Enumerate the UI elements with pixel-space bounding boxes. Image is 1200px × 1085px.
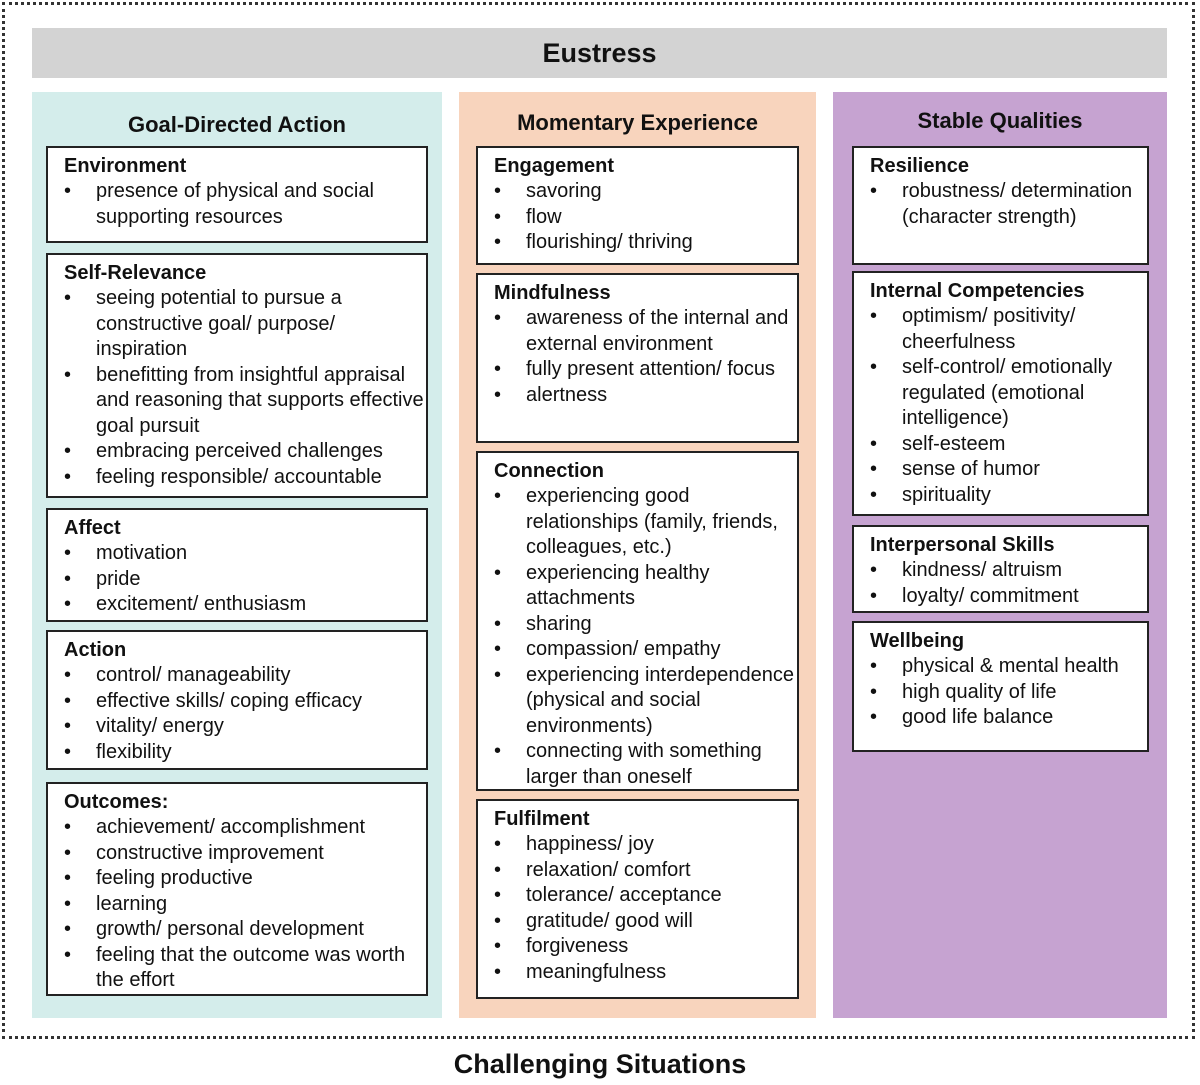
list-item: self-control/ emotionally regulated (emo…	[870, 355, 1147, 432]
list-item: flourishing/ thriving	[494, 230, 797, 256]
box-title: Action	[64, 639, 127, 661]
list-item: feeling that the outcome was worth the e…	[64, 943, 426, 994]
list-item: feeling responsible/ accountable	[64, 465, 426, 491]
box-engagement: Engagementsavoringflowflourishing/ thriv…	[476, 146, 799, 265]
list-item: excitement/ enthusiasm	[64, 592, 426, 618]
box-title: Self-Relevance	[64, 262, 207, 284]
bullet-list: robustness/ determination (character str…	[870, 179, 1147, 230]
list-item: forgiveness	[494, 934, 797, 960]
box-connection: Connectionexperiencing good relationship…	[476, 451, 799, 791]
bullet-list: optimism/ positivity/ cheerfulnessself-c…	[870, 304, 1147, 508]
box-interpersonal-skills: Interpersonal Skillskindness/ altruismlo…	[852, 525, 1149, 613]
list-item: feeling productive	[64, 866, 426, 892]
list-item: constructive improvement	[64, 841, 426, 867]
bullet-list: control/ manageabilityeffective skills/ …	[64, 663, 426, 765]
box-title: Interpersonal Skills	[870, 534, 1055, 556]
goal-directed-action-column: Goal-Directed Action Environmentpresence…	[32, 92, 442, 1018]
momentary-experience-column: Momentary Experience Engagementsavoringf…	[459, 92, 816, 1018]
list-item: spirituality	[870, 483, 1147, 509]
bullet-list: achievement/ accomplishmentconstructive …	[64, 815, 426, 994]
list-item: robustness/ determination (character str…	[870, 179, 1147, 230]
list-item: savoring	[494, 179, 797, 205]
box-title: Engagement	[494, 155, 615, 177]
list-item: experiencing good relationships (family,…	[494, 484, 797, 561]
list-item: seeing potential to pursue a constructiv…	[64, 286, 426, 363]
box-title: Fulfilment	[494, 808, 590, 830]
list-item: presence of physical and social supporti…	[64, 179, 426, 230]
bullet-list: physical & mental healthhigh quality of …	[870, 654, 1147, 731]
list-item: control/ manageability	[64, 663, 426, 689]
box-title: Affect	[64, 517, 121, 539]
column-heading-goal-directed-action: Goal-Directed Action	[128, 112, 346, 137]
bullet-list: experiencing good relationships (family,…	[494, 484, 797, 790]
list-item: experiencing healthy attachments	[494, 561, 797, 612]
list-item: meaningfulness	[494, 960, 797, 986]
challenging-situations-frame	[2, 2, 1195, 1039]
box-self-relevance: Self-Relevanceseeing potential to pursue…	[46, 253, 428, 498]
box-title: Internal Competencies	[870, 280, 1085, 302]
box-outcomes: Outcomes:achievement/ accomplishmentcons…	[46, 782, 428, 996]
list-item: tolerance/ acceptance	[494, 883, 797, 909]
box-fulfilment: Fulfilmenthappiness/ joyrelaxation/ comf…	[476, 799, 799, 999]
list-item: optimism/ positivity/ cheerfulness	[870, 304, 1147, 355]
list-item: good life balance	[870, 705, 1147, 731]
box-internal-competencies: Internal Competenciesoptimism/ positivit…	[852, 271, 1149, 516]
eustress-banner: Eustress	[32, 28, 1167, 78]
list-item: loyalty/ commitment	[870, 584, 1147, 610]
bullet-list: happiness/ joyrelaxation/ comforttoleran…	[494, 832, 797, 985]
list-item: sharing	[494, 612, 797, 638]
list-item: gratitude/ good will	[494, 909, 797, 935]
list-item: growth/ personal development	[64, 917, 426, 943]
box-action: Actioncontrol/ manageabilityeffective sk…	[46, 630, 428, 770]
list-item: pride	[64, 567, 426, 593]
list-item: achievement/ accomplishment	[64, 815, 426, 841]
list-item: benefitting from insightful appraisal an…	[64, 363, 426, 440]
list-item: alertness	[494, 383, 797, 409]
challenging-situations-label: Challenging Situations	[453, 1049, 747, 1079]
box-title: Mindfulness	[494, 282, 611, 304]
box-affect: Affectmotivationprideexcitement/ enthusi…	[46, 508, 428, 622]
bullet-list: savoringflowflourishing/ thriving	[494, 179, 797, 256]
box-title: Resilience	[870, 155, 969, 177]
eustress-label: Eustress	[542, 37, 657, 68]
box-title: Outcomes:	[64, 791, 169, 813]
box-resilience: Resiliencerobustness/ determination (cha…	[852, 146, 1149, 265]
list-item: vitality/ energy	[64, 714, 426, 740]
column-heading-momentary-experience: Momentary Experience	[517, 110, 758, 135]
bullet-list: awareness of the internal and external e…	[494, 306, 797, 408]
list-item: high quality of life	[870, 680, 1147, 706]
list-item: relaxation/ comfort	[494, 858, 797, 884]
bullet-list: seeing potential to pursue a constructiv…	[64, 286, 426, 490]
box-title: Connection	[494, 460, 604, 482]
list-item: fully present attention/ focus	[494, 357, 797, 383]
list-item: learning	[64, 892, 426, 918]
list-item: embracing perceived challenges	[64, 439, 426, 465]
list-item: self-esteem	[870, 432, 1147, 458]
list-item: connecting with something larger than on…	[494, 739, 797, 790]
list-item: happiness/ joy	[494, 832, 797, 858]
list-item: awareness of the internal and external e…	[494, 306, 797, 357]
bullet-list: motivationprideexcitement/ enthusiasm	[64, 541, 426, 618]
list-item: physical & mental health	[870, 654, 1147, 680]
box-mindfulness: Mindfulnessawareness of the internal and…	[476, 273, 799, 443]
bullet-list: kindness/ altruismloyalty/ commitment	[870, 558, 1147, 609]
list-item: experiencing interdependence (physical a…	[494, 663, 797, 740]
box-title: Wellbeing	[870, 630, 965, 652]
list-item: flexibility	[64, 740, 426, 766]
list-item: motivation	[64, 541, 426, 567]
list-item: compassion/ empathy	[494, 637, 797, 663]
column-heading-stable-qualities: Stable Qualities	[917, 108, 1083, 133]
box-environment: Environmentpresence of physical and soci…	[46, 146, 428, 243]
list-item: sense of humor	[870, 457, 1147, 483]
list-item: flow	[494, 205, 797, 231]
bullet-list: presence of physical and social supporti…	[64, 179, 426, 230]
list-item: effective skills/ coping efficacy	[64, 689, 426, 715]
box-wellbeing: Wellbeingphysical & mental healthhigh qu…	[852, 621, 1149, 752]
stable-qualities-column: Stable Qualities Resiliencerobustness/ d…	[833, 92, 1167, 1018]
list-item: kindness/ altruism	[870, 558, 1147, 584]
box-title: Environment	[64, 155, 187, 177]
